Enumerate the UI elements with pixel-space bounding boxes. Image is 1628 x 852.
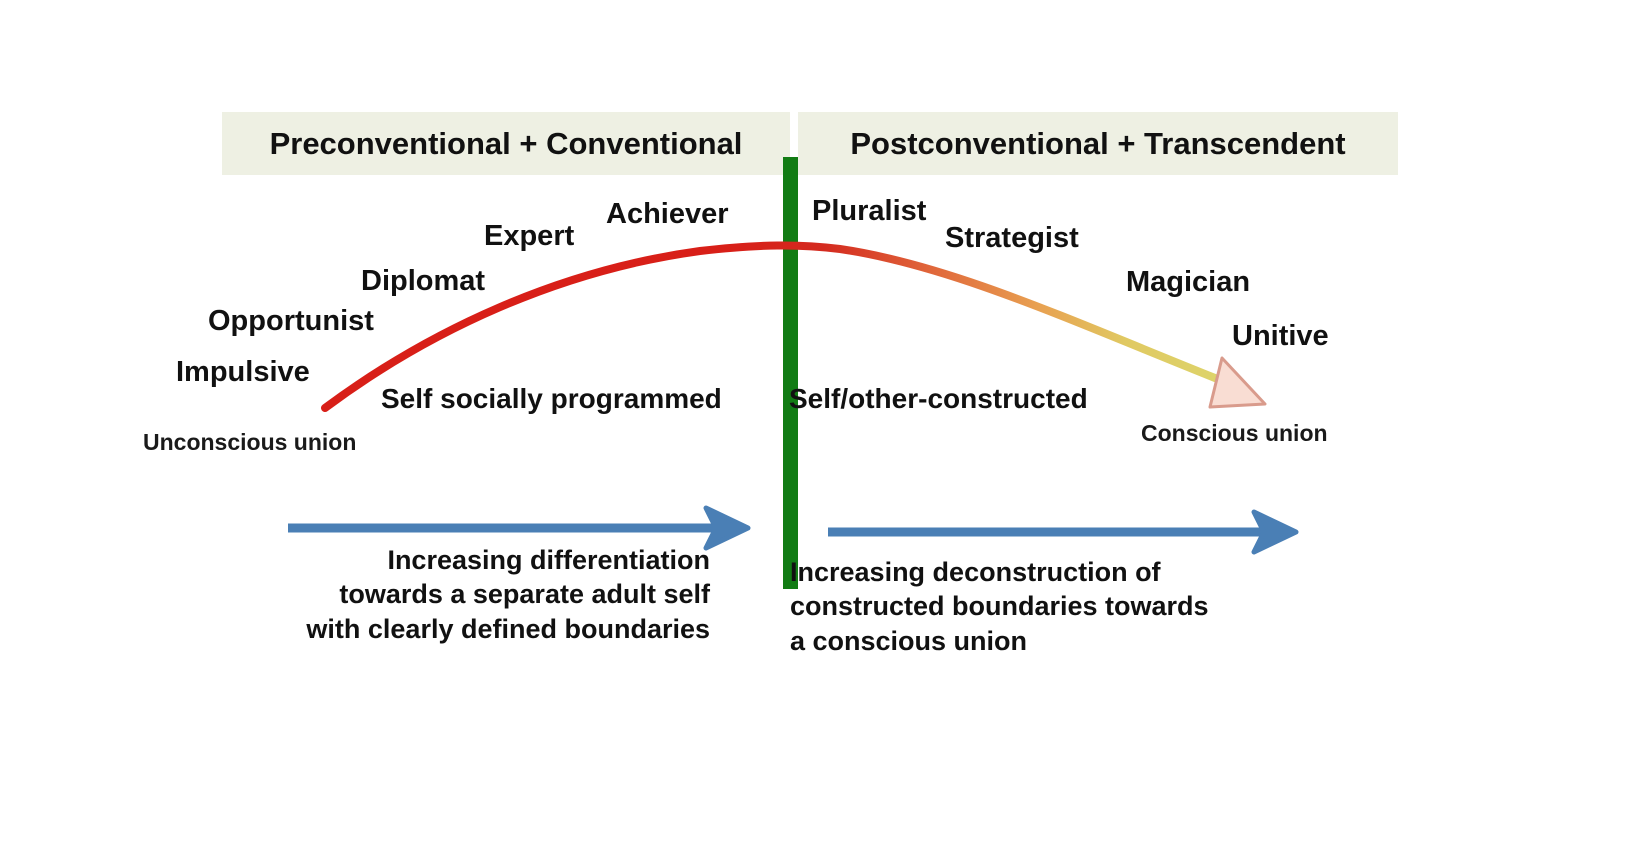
stage-label-strategist: Strategist: [945, 222, 1079, 254]
caption-self-other-constructed: Self/other-constructed: [789, 383, 1088, 414]
stage-label-opportunist: Opportunist: [208, 305, 374, 337]
curve-arrowhead-icon: [1208, 356, 1267, 409]
paragraph-increasing-deconstruction: Increasing deconstruction of constructed…: [790, 557, 1209, 656]
banner-preconventional-conventional: Preconventional + Conventional: [222, 112, 790, 175]
increasing-deconstruction-arrow: [828, 509, 1299, 555]
caption-unconscious-union: Unconscious union: [143, 429, 357, 455]
stage-label-unitive: Unitive: [1232, 320, 1329, 352]
stage-label-expert: Expert: [484, 220, 575, 252]
stage-label-impulsive: Impulsive: [176, 356, 310, 388]
banner-postconventional-transcendent: Postconventional + Transcendent: [798, 112, 1398, 175]
stage-label-magician: Magician: [1126, 266, 1251, 298]
increasing-differentiation-arrow: [288, 505, 751, 551]
caption-self-socially-programmed: Self socially programmed: [381, 383, 722, 414]
paragraph-increasing-differentiation: Increasing differentiation towards a sep…: [306, 545, 710, 644]
stage-label-achiever: Achiever: [606, 198, 729, 230]
stage-label-diplomat: Diplomat: [361, 265, 486, 297]
stage-label-pluralist: Pluralist: [812, 195, 927, 227]
green-vertical-divider: [783, 157, 798, 589]
caption-conscious-union: Conscious union: [1141, 420, 1328, 446]
